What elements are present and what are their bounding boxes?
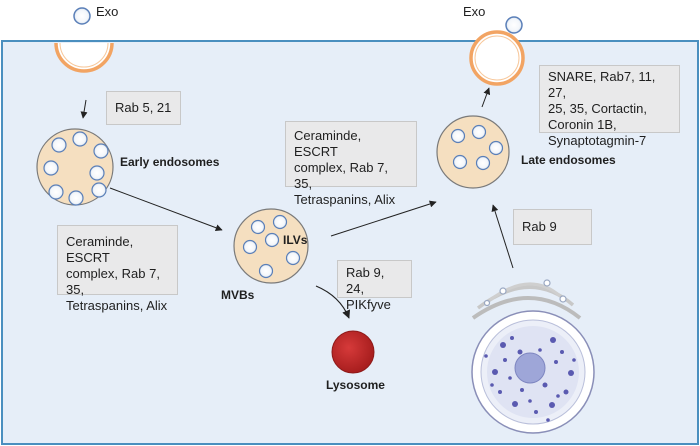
chromatin-dot: [572, 358, 576, 362]
chromatin-dot: [534, 410, 538, 414]
ceramide-top-text: Ceraminde, ESCRT complex, Rab 7, 35, Tet…: [294, 128, 396, 207]
rab-5-21-text: Rab 5, 21: [115, 100, 172, 115]
lysosome: [331, 330, 375, 374]
ceramide-left-text: Ceraminde, ESCRT complex, Rab 7, 35, Tet…: [66, 234, 168, 313]
rab-9-24-box: Rab 9, 24, PIKfyve: [337, 260, 412, 312]
chromatin-dot: [546, 418, 550, 422]
exosome-right: [505, 16, 523, 34]
vesicle: [72, 131, 88, 147]
vesicle: [250, 219, 266, 235]
chromatin-dot: [550, 337, 556, 343]
early-endosome: [36, 128, 114, 206]
arrow-mvb-to-late: [330, 200, 437, 237]
rab-9-text: Rab 9: [522, 219, 557, 234]
chromatin-dot: [568, 370, 574, 376]
late-endosome: [436, 115, 510, 189]
vesicle: [93, 143, 109, 159]
chromatin-dot: [500, 342, 506, 348]
vesicle: [450, 128, 466, 144]
chromatin-dot: [520, 388, 524, 392]
ilvs-label: ILVs: [283, 233, 308, 247]
vesicle: [264, 232, 280, 248]
arrow-early-to-mvb: [109, 187, 223, 232]
chromatin-dot: [563, 389, 569, 395]
chromatin-dot: [512, 401, 518, 407]
vesicle: [452, 154, 468, 170]
vesicle: [475, 155, 491, 171]
vesicle: [488, 140, 504, 156]
chromatin-dot: [498, 390, 502, 394]
arrow-trans-golgi-to-late: [491, 204, 514, 269]
rab-9-24-text: Rab 9, 24, PIKfyve: [346, 265, 391, 312]
vesicle: [51, 137, 67, 153]
rab-9-box: Rab 9: [513, 209, 592, 245]
arrow-mvb-to-lysosome: [315, 285, 351, 319]
chromatin-dot: [484, 354, 488, 358]
lysosome-label: Lysosome: [326, 378, 385, 392]
fusion-bud-right: [469, 30, 525, 86]
chromatin-dot: [538, 348, 542, 352]
exosome-left: [73, 7, 91, 25]
exo-label-right: Exo: [463, 4, 486, 19]
vesicle: [89, 165, 105, 181]
chromatin-dot: [510, 336, 514, 340]
endocytic-bud-left: [54, 42, 114, 73]
early-endosomes-label: Early endosomes: [120, 155, 220, 169]
arrow-bud-to-rab: [80, 99, 88, 119]
chromatin-dot: [492, 369, 498, 375]
chromatin-dot: [554, 360, 558, 364]
arrow-late-to-fusion: [481, 87, 491, 108]
exo-label-left: Exo: [96, 4, 119, 19]
vesicle: [68, 190, 84, 206]
snare-box: SNARE, Rab7, 11, 27, 25, 35, Cortactin, …: [539, 65, 680, 148]
snare-text: SNARE, Rab7, 11, 27, 25, 35, Cortactin, …: [548, 69, 656, 148]
vesicle: [272, 214, 288, 230]
late-endosomes-label: Late endosomes: [521, 153, 616, 167]
rab-5-21-box: Rab 5, 21: [106, 91, 181, 125]
ceramide-box-top: Ceraminde, ESCRT complex, Rab 7, 35, Tet…: [285, 121, 417, 207]
nucleolus: [514, 352, 546, 384]
vesicle: [91, 182, 107, 198]
vesicle: [258, 263, 274, 279]
chromatin-dot: [517, 349, 523, 355]
vesicle: [48, 184, 64, 200]
donor-cell: [471, 279, 595, 434]
vesicle: [242, 239, 258, 255]
chromatin-dot: [560, 350, 564, 354]
mvb: [233, 208, 309, 284]
mvbs-label: MVBs: [221, 288, 255, 302]
vesicle: [43, 160, 59, 176]
chromatin-dot: [549, 402, 555, 408]
chromatin-dot: [490, 383, 494, 387]
ceramide-box-left: Ceraminde, ESCRT complex, Rab 7, 35, Tet…: [57, 225, 178, 313]
chromatin-dot: [503, 358, 507, 362]
vesicle: [285, 250, 301, 266]
chromatin-dot: [528, 399, 532, 403]
vesicle: [471, 124, 487, 140]
chromatin-dot: [542, 382, 548, 388]
chromatin-dot: [508, 376, 512, 380]
chromatin-dot: [556, 394, 560, 398]
